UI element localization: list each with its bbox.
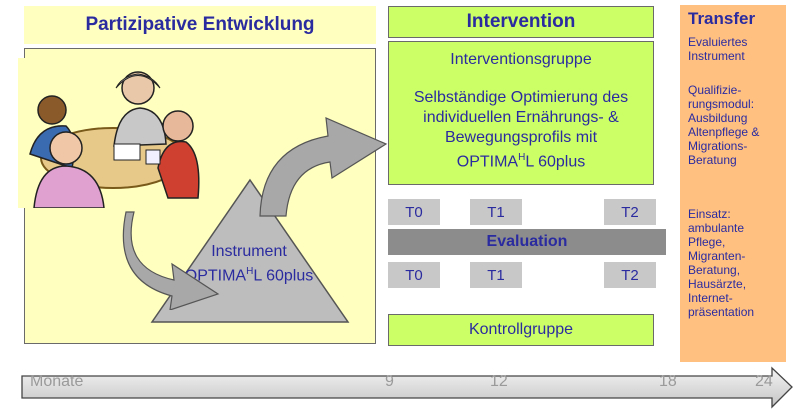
instrument-label-line1: Instrument bbox=[211, 243, 287, 260]
intervention-header: Intervention bbox=[388, 6, 654, 38]
intervention-group-box: Interventionsgruppe Selbständige Optimie… bbox=[388, 41, 654, 185]
timeline-tick-18: 18 bbox=[659, 373, 677, 390]
intervention-desc-line2: individuellen Ernährungs- & bbox=[423, 109, 619, 126]
participative-development-title: Partizipative Entwicklung bbox=[85, 14, 315, 35]
intervention-desc-line4: OPTIMAHL 60plus bbox=[456, 152, 586, 171]
transfer-panel: Transfer Evaluiertes Instrument Qualifiz… bbox=[680, 5, 786, 362]
timeline-label: Monate bbox=[30, 373, 84, 390]
transfer-item-instrument: Evaluiertes Instrument bbox=[688, 35, 748, 63]
transfer-item-qualification: Qualifizie-rungsmodul: Ausbildung Altenp… bbox=[688, 83, 760, 167]
timeline-arrow bbox=[21, 366, 793, 409]
curved-arrow-up-icon bbox=[259, 117, 388, 217]
timepoint-t1-top: T1 bbox=[470, 199, 522, 225]
transfer-title: Transfer bbox=[688, 9, 756, 28]
timepoint-t0-bottom: T0 bbox=[388, 262, 440, 288]
timeline-tick-9: 9 bbox=[385, 373, 394, 390]
timeline-tick-24: 24 bbox=[755, 373, 773, 390]
intervention-group-label: Interventionsgruppe bbox=[450, 51, 592, 68]
timepoint-t2-top: T2 bbox=[604, 199, 656, 225]
participative-development-header: Partizipative Entwicklung bbox=[24, 6, 376, 44]
control-group-box: Kontrollgruppe bbox=[388, 314, 654, 346]
curved-arrow-down-icon bbox=[122, 211, 220, 310]
control-group-label: Kontrollgruppe bbox=[468, 321, 574, 338]
evaluation-bar: Evaluation bbox=[388, 229, 666, 255]
transfer-item-deployment: Einsatz: ambulante Pflege, Migranten-Ber… bbox=[688, 207, 755, 319]
timepoint-t2-bottom: T2 bbox=[604, 262, 656, 288]
instrument-label-line2: OPTIMAHL 60plus bbox=[184, 266, 314, 285]
people-meeting-illustration bbox=[18, 58, 204, 208]
intervention-title: Intervention bbox=[466, 11, 576, 32]
timepoint-t0-top: T0 bbox=[388, 199, 440, 225]
intervention-desc-line3: Bewegungsprofils mit bbox=[444, 129, 598, 146]
intervention-desc-line1: Selbständige Optimierung des bbox=[413, 89, 629, 106]
instrument-label: Instrument OPTIMAHL 60plus bbox=[174, 242, 324, 286]
timeline-tick-12: 12 bbox=[490, 373, 508, 390]
timepoint-t1-bottom: T1 bbox=[470, 262, 522, 288]
intervention-description: Selbständige Optimierung des individuell… bbox=[395, 88, 647, 172]
